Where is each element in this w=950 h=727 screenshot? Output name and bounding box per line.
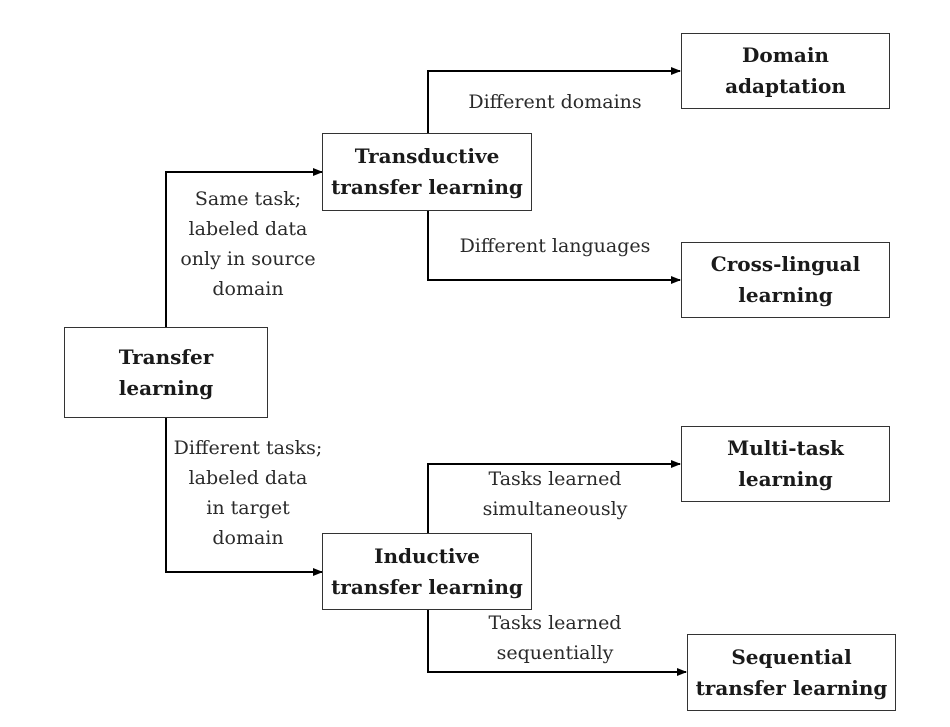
- arrow-to-inductive: [165, 418, 323, 576]
- node-text-line: Cross-lingual: [710, 252, 861, 276]
- edge-label-line: only in source: [180, 248, 316, 270]
- node-text-line: learning: [738, 467, 833, 491]
- edge-label-line: Tasks learned: [488, 612, 622, 634]
- arrow-to-multi-task: [427, 460, 681, 533]
- node-text-line: Multi-task: [727, 436, 844, 460]
- edge-label-line: Same task;: [194, 188, 302, 210]
- edge-label-line: Different tasks;: [173, 437, 323, 459]
- edge-label-different-tasks: Different tasks; labeled data in target …: [164, 433, 332, 553]
- node-cross-lingual-learning: Cross-lingual learning: [681, 242, 890, 318]
- arrow-to-sequential: [427, 610, 687, 676]
- node-text-line: transfer learning: [695, 675, 888, 700]
- node-text-line: Transfer: [118, 344, 214, 369]
- edge-label-same-task: Same task; labeled data only in source d…: [168, 184, 328, 304]
- node-transfer-learning: Transfer learning: [64, 327, 268, 418]
- node-inductive-transfer-learning: Inductive transfer learning: [322, 533, 532, 610]
- edge-label-line: labeled data: [188, 218, 308, 240]
- node-text-line: Domain: [742, 43, 829, 67]
- node-text-line: Transductive: [354, 144, 500, 168]
- node-multi-task-learning: Multi-task learning: [681, 426, 890, 502]
- node-text-line: Sequential: [731, 644, 852, 669]
- node-text-line: learning: [118, 375, 214, 400]
- node-text-line: transfer learning: [331, 574, 523, 599]
- node-text-line: transfer learning: [331, 175, 523, 199]
- edge-label-line: in target: [206, 497, 290, 519]
- arrow-to-domain-adaptation: [427, 67, 681, 133]
- edge-label-line: sequentially: [496, 642, 614, 664]
- node-text-line: learning: [738, 283, 833, 307]
- node-text-line: Inductive: [374, 543, 480, 568]
- arrow-to-transductive: [165, 168, 323, 327]
- edge-label-line: domain: [212, 278, 284, 300]
- edge-label-tasks-sequentially: Tasks learned sequentially: [470, 608, 640, 668]
- edge-label-different-domains: Different domains: [450, 87, 660, 117]
- node-domain-adaptation: Domain adaptation: [681, 33, 890, 109]
- node-text-line: adaptation: [725, 74, 846, 98]
- node-transductive-transfer-learning: Transductive transfer learning: [322, 133, 532, 211]
- edge-label-tasks-simultaneously: Tasks learned simultaneously: [470, 464, 640, 524]
- edge-label-line: Different languages: [459, 235, 651, 257]
- edge-label-different-languages: Different languages: [446, 231, 664, 261]
- node-sequential-transfer-learning: Sequential transfer learning: [687, 634, 896, 711]
- edge-label-line: simultaneously: [482, 498, 628, 520]
- arrow-to-cross-lingual: [427, 211, 681, 284]
- edge-label-line: Tasks learned: [488, 468, 622, 490]
- edge-label-line: Different domains: [468, 91, 642, 113]
- edge-label-line: labeled data: [188, 467, 308, 489]
- edge-label-line: domain: [212, 527, 284, 549]
